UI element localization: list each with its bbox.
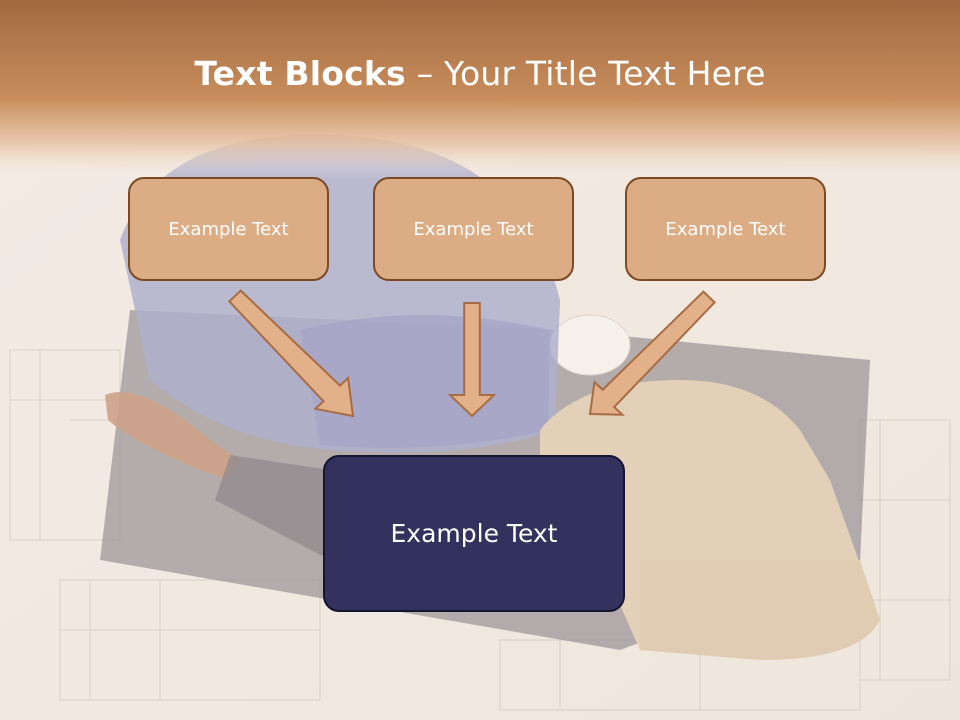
text-block-2-label: Example Text	[413, 218, 534, 240]
arrow-left	[227, 289, 355, 418]
target-block[interactable]: Example Text	[323, 455, 625, 612]
text-block-2[interactable]: Example Text	[373, 177, 574, 281]
text-block-1[interactable]: Example Text	[128, 177, 329, 281]
title-bold: Text Blocks	[194, 54, 406, 93]
text-block-1-label: Example Text	[168, 218, 289, 240]
title-rest: – Your Title Text Here	[405, 54, 766, 93]
text-block-3-label: Example Text	[665, 218, 786, 240]
arrow-middle	[447, 302, 497, 418]
trowel	[105, 392, 240, 480]
arrow-right	[588, 290, 717, 416]
blueprint-lines	[9, 349, 951, 711]
slide-title: Text Blocks – Your Title Text Here	[0, 54, 960, 93]
target-block-label: Example Text	[390, 519, 558, 548]
text-block-3[interactable]: Example Text	[625, 177, 826, 281]
